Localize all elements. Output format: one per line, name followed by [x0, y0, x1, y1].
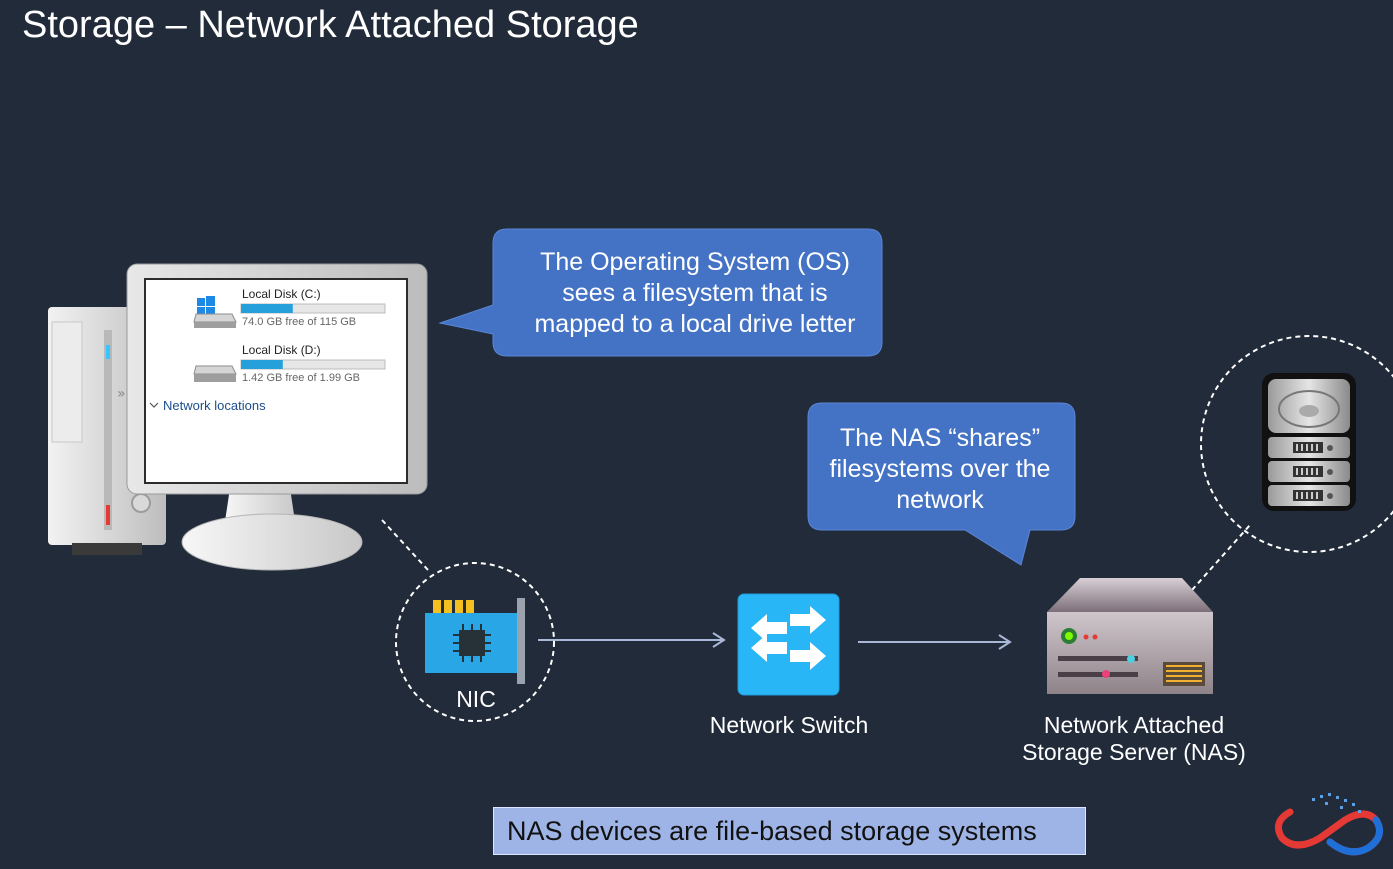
brand-logo-icon	[1274, 793, 1384, 856]
note-text: NAS devices are file-based storage syste…	[507, 816, 1037, 846]
drive-d-free-space: 1.42 GB free of 1.99 GB	[242, 372, 361, 384]
nic-callout-line	[381, 519, 429, 571]
os-speech-bubble	[438, 228, 883, 357]
nas-bubble-line-2: filesystems over the	[829, 455, 1051, 483]
network-locations-label: Network locations	[163, 398, 266, 413]
arrow-nic-to-switch	[538, 632, 726, 648]
drive-c-icon	[193, 313, 237, 323]
power-icon	[131, 493, 151, 513]
hard-disk-stack-icon	[1262, 373, 1356, 511]
nas-label-line-2: Storage Server (NAS)	[1022, 739, 1246, 765]
network-switch-icon	[737, 593, 840, 696]
nas-bubble-text: The NAS “shares” filesystems over the ne…	[808, 423, 1072, 516]
os-bubble-text: The Operating System (OS) sees a filesys…	[493, 247, 897, 340]
slide-title: Storage – Network Attached Storage	[22, 4, 639, 46]
double-chevron-icon: »	[117, 386, 126, 402]
drive-d-usage-fill	[241, 360, 283, 369]
nas-server-icon	[1047, 578, 1213, 694]
network-switch-label: Network Switch	[709, 712, 869, 738]
chip-icon	[459, 630, 485, 656]
drive-c-free-space: 74.0 GB free of 115 GB	[242, 316, 357, 328]
nic-label: NIC	[456, 686, 496, 712]
drive-d-name: Local Disk (D:)	[242, 343, 321, 357]
os-bubble-line-3: mapped to a local drive letter	[534, 310, 856, 338]
os-bubble-line-2: sees a filesystem that is	[562, 279, 828, 307]
nas-label: Network Attached Storage Server (NAS)	[1004, 712, 1264, 766]
windows-logo-icon	[197, 296, 215, 317]
nic-card-icon	[425, 598, 525, 684]
nic-highlight-circle	[395, 562, 555, 722]
os-bubble-line-1: The Operating System (OS)	[540, 248, 850, 276]
nas-bubble-line-1: The NAS “shares”	[839, 424, 1041, 452]
chevron-down-icon	[149, 402, 159, 408]
nas-label-line-1: Network Attached	[1043, 712, 1225, 738]
desktop-computer-icon: »	[48, 263, 428, 571]
note-box: NAS devices are file-based storage syste…	[493, 807, 1086, 855]
drive-d-icon	[193, 365, 237, 375]
drive-c-usage-fill	[241, 304, 293, 313]
drive-c-name: Local Disk (C:)	[242, 287, 321, 301]
nas-speech-bubble	[807, 402, 1076, 566]
disk-highlight-circle	[1200, 335, 1393, 553]
disk-callout-line	[1191, 524, 1251, 591]
nas-bubble-line-3: network	[896, 486, 984, 514]
arrow-switch-to-nas	[858, 634, 1012, 650]
